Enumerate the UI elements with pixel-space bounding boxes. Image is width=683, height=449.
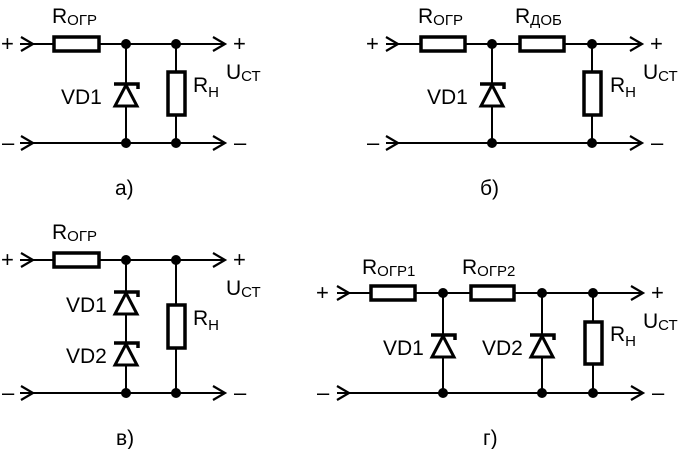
- junction-node: [587, 39, 597, 49]
- r-load-label: RН: [193, 307, 219, 334]
- zener-diode-icon: [112, 290, 140, 316]
- output-plus-label: +: [233, 31, 246, 56]
- input-plus-label: +: [1, 31, 14, 56]
- junction-node: [588, 388, 598, 398]
- resistor-r-ogr2: [469, 284, 516, 302]
- caption-b: б): [480, 177, 499, 200]
- resistor-r-load: [166, 70, 187, 117]
- output-minus-label: –: [651, 130, 664, 155]
- r-ogr-label: RОГР: [52, 221, 97, 245]
- junction-node: [171, 39, 181, 49]
- zener-diode-icon: [429, 333, 457, 359]
- junction-node: [537, 288, 547, 298]
- diagram-d: + – + – RОГР1 RОГР2 RН VD1 VD2 UСТ г): [316, 256, 678, 449]
- junction-node: [121, 138, 131, 148]
- diagram-c: + – + – RОГР RН VD1 VD2 UСТ в): [1, 221, 261, 449]
- output-minus-label: –: [652, 380, 665, 405]
- resistor-r-load: [166, 303, 187, 350]
- junction-node: [487, 39, 497, 49]
- caption-c: в): [116, 427, 134, 449]
- resistor-r-ogr: [419, 35, 467, 53]
- junction-node: [487, 138, 497, 148]
- zener-diode-icon: [528, 333, 556, 359]
- output-voltage-label: UСТ: [643, 61, 678, 85]
- output-minus-label: –: [234, 380, 247, 405]
- r-load-label: RН: [193, 74, 219, 101]
- input-minus-label: –: [367, 130, 380, 155]
- vd1-label: VD1: [383, 337, 424, 360]
- junction-node: [537, 388, 547, 398]
- junction-node: [171, 255, 181, 265]
- zener-diode-icon: [478, 82, 506, 108]
- resistor-r-ogr: [52, 35, 101, 53]
- r-load-label: RН: [610, 74, 636, 101]
- output-minus-label: –: [234, 130, 247, 155]
- junction-node: [121, 39, 131, 49]
- diagram-a: + – + – RОГР RН VD1 UСТ а): [1, 5, 261, 200]
- input-minus-label: –: [317, 380, 330, 405]
- junction-node: [171, 388, 181, 398]
- input-minus-label: –: [2, 130, 15, 155]
- resistor-r-dob: [518, 35, 566, 53]
- r-dob-label: RДОБ: [515, 5, 562, 29]
- r-ogr1-label: RОГР1: [362, 256, 415, 280]
- input-plus-label: +: [1, 247, 14, 272]
- junction-node: [438, 288, 448, 298]
- vd1-label: VD1: [61, 86, 102, 109]
- junction-node: [171, 138, 181, 148]
- caption-d: г): [483, 427, 498, 449]
- r-ogr2-label: RОГР2: [462, 256, 515, 280]
- output-voltage-label: UСТ: [643, 310, 678, 334]
- diagram-b: + – + – RОГР RДОБ RН VD1 UСТ б): [366, 5, 678, 200]
- junction-node: [121, 255, 131, 265]
- resistor-r-load: [582, 70, 603, 117]
- output-voltage-label: UСТ: [226, 61, 261, 85]
- input-plus-label: +: [316, 280, 329, 305]
- junction-node: [121, 388, 131, 398]
- r-ogr-label: RОГР: [418, 5, 463, 29]
- output-plus-label: +: [650, 31, 663, 56]
- output-plus-label: +: [233, 247, 246, 272]
- caption-a: а): [115, 177, 134, 200]
- zener-diode-icon: [112, 341, 140, 367]
- junction-node: [438, 388, 448, 398]
- vd1-label: VD1: [427, 86, 468, 109]
- vd1-label: VD1: [66, 294, 107, 317]
- resistor-r-load: [583, 320, 604, 366]
- junction-node: [588, 288, 598, 298]
- junction-node: [587, 138, 597, 148]
- vd2-label: VD2: [482, 337, 523, 360]
- r-load-label: RН: [610, 323, 636, 350]
- vd2-label: VD2: [66, 345, 107, 368]
- input-plus-label: +: [366, 31, 379, 56]
- input-minus-label: –: [2, 380, 15, 405]
- output-plus-label: +: [651, 280, 664, 305]
- r-ogr-label: RОГР: [52, 5, 97, 29]
- resistor-r-ogr1: [369, 284, 417, 302]
- zener-diode-icon: [112, 82, 140, 108]
- output-voltage-label: UСТ: [226, 277, 261, 301]
- resistor-r-ogr: [52, 251, 101, 269]
